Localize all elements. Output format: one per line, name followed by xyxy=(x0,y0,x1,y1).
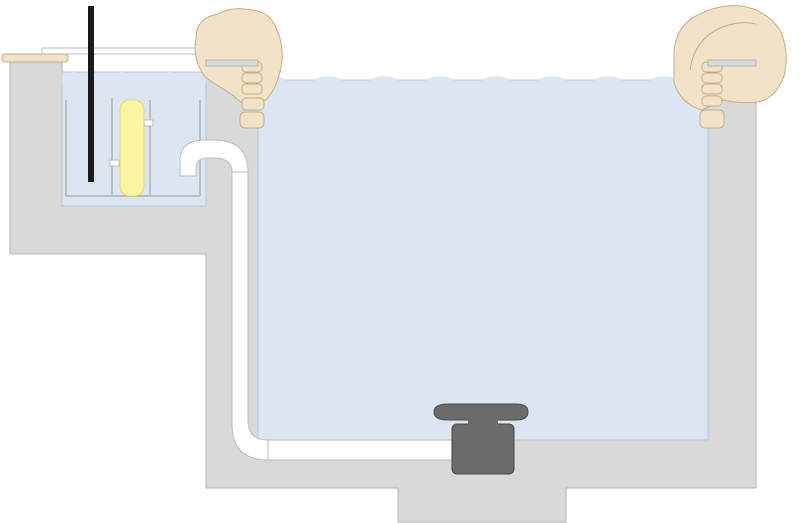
right-stone-3 xyxy=(701,83,723,95)
filter-clip-lower xyxy=(109,159,120,167)
left-coping-rocks xyxy=(194,8,283,129)
filter-lid-edge xyxy=(1,53,69,63)
filter-box xyxy=(1,6,229,197)
return-pipe-body xyxy=(179,139,461,461)
left-wall-cap xyxy=(205,59,259,67)
drain-cap xyxy=(433,403,529,421)
left-stone-4 xyxy=(241,97,265,111)
right-boulder-fold xyxy=(689,22,757,71)
filter-media-cartridge xyxy=(119,99,145,197)
left-stone-2 xyxy=(241,72,263,84)
drain-stem xyxy=(468,418,498,426)
return-pipe xyxy=(179,139,461,461)
left-stone-5 xyxy=(239,111,265,129)
right-stone-4 xyxy=(701,95,723,107)
right-wall-cap xyxy=(707,59,757,67)
right-boulder xyxy=(673,5,787,111)
filter-water-surface-wave xyxy=(62,72,206,82)
drain-housing xyxy=(451,423,515,475)
right-coping-rocks xyxy=(673,5,787,129)
filter-clip-upper xyxy=(143,119,154,127)
pond-water xyxy=(257,79,709,441)
right-stone-2 xyxy=(701,72,723,84)
left-stone-3 xyxy=(241,83,263,95)
uv-rod xyxy=(88,6,94,182)
pond-water-surface-wave xyxy=(258,76,708,84)
right-stone-5 xyxy=(699,109,725,129)
bottom-drain xyxy=(433,403,529,475)
